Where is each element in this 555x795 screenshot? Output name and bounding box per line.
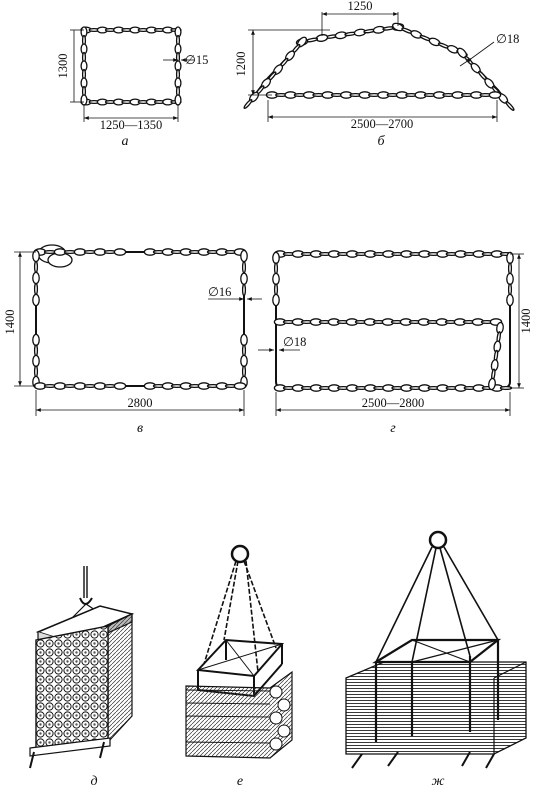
sling-leg	[243, 560, 277, 649]
chain-link	[273, 283, 279, 296]
chain-link	[240, 354, 248, 368]
chain-link	[488, 377, 496, 391]
figure-a-height-label: 1300	[56, 54, 70, 79]
chain-link	[33, 282, 39, 296]
chain-link	[505, 101, 515, 111]
figure-g-diameter-label: ∅18	[283, 335, 306, 349]
log	[185, 741, 271, 744]
log	[185, 689, 271, 692]
sling-leg	[203, 560, 237, 665]
figure-g-width-label: 2500—2800	[362, 396, 425, 410]
figure-b-trapezoid-sling: 1250 1200 2500—2700 ∅18 б	[234, 0, 519, 149]
chain-link	[33, 344, 39, 357]
figure-a-width-label: 1250—1350	[100, 118, 163, 132]
figure-v-ring-sling: 1400 2800 ∅16 в	[3, 244, 262, 436]
figure-b-bottom-width-label: 2500—2700	[351, 117, 414, 131]
chain-link	[506, 293, 514, 307]
chain-link	[272, 293, 280, 307]
figure-b-caption: б	[377, 134, 385, 149]
figure-a-diameter-label: ∅15	[185, 53, 208, 67]
log	[185, 728, 271, 731]
figure-b-diameter-label: ∅18	[496, 32, 519, 46]
chain-link	[507, 262, 513, 275]
figure-v-caption: в	[137, 421, 143, 436]
chain-link	[507, 283, 513, 296]
chain-link	[113, 248, 127, 256]
chain-link	[272, 272, 280, 286]
log	[185, 702, 271, 705]
chain-link	[32, 271, 40, 285]
figure-b-top-width-label: 1250	[348, 0, 373, 13]
figure-zh-board-stack-illustration: ж	[345, 530, 527, 789]
chain-link	[240, 272, 248, 285]
chain-link	[241, 344, 247, 357]
sling-leg	[245, 560, 259, 673]
chain-link	[33, 365, 39, 378]
chain-link	[243, 99, 253, 109]
sling-leg	[223, 560, 239, 641]
log-end	[269, 685, 283, 699]
log-end	[277, 724, 291, 738]
figure-zh-caption: ж	[431, 774, 444, 789]
chain-link	[272, 251, 280, 265]
figure-e-log-bundle-illustration: е	[185, 544, 293, 789]
figure-v-width-label: 2800	[128, 396, 153, 410]
chain-link	[240, 333, 248, 347]
chain-link	[80, 94, 88, 106]
chain-link	[273, 262, 279, 275]
chain-link	[32, 354, 40, 368]
figure-g-height-label: 1400	[519, 309, 533, 334]
chain-link	[506, 272, 514, 286]
log-end	[277, 698, 291, 712]
figure-g-caption: г	[390, 421, 396, 436]
chain-link	[241, 365, 247, 378]
figure-b-height-label: 1200	[234, 52, 248, 77]
figure-v-diameter-label: ∅16	[208, 285, 231, 299]
chain-link	[233, 382, 247, 390]
chain-link	[174, 94, 182, 106]
chain-link	[33, 260, 39, 274]
log-end	[269, 737, 283, 751]
figure-v-height-label: 1400	[3, 310, 17, 335]
chain-link	[32, 333, 40, 347]
chain-link	[488, 91, 502, 99]
figure-a-caption: а	[122, 134, 129, 149]
log-end	[269, 711, 283, 725]
figure-d-pipe-bundle-illustration: д	[29, 566, 135, 789]
chain-link	[32, 293, 40, 307]
chain-link	[241, 261, 247, 274]
figure-d-caption: д	[90, 774, 97, 789]
figure-g-double-sling: 1400 2500—2800 ∅18 г	[258, 250, 533, 436]
chain-link	[240, 249, 248, 263]
figure-e-caption: е	[237, 774, 243, 789]
figure-a-ring-sling: 1300 1250—1350 ∅15 а	[56, 26, 208, 149]
log	[185, 715, 271, 718]
chain-link	[499, 385, 513, 391]
chain-link	[241, 283, 247, 297]
chain-link	[113, 382, 127, 390]
